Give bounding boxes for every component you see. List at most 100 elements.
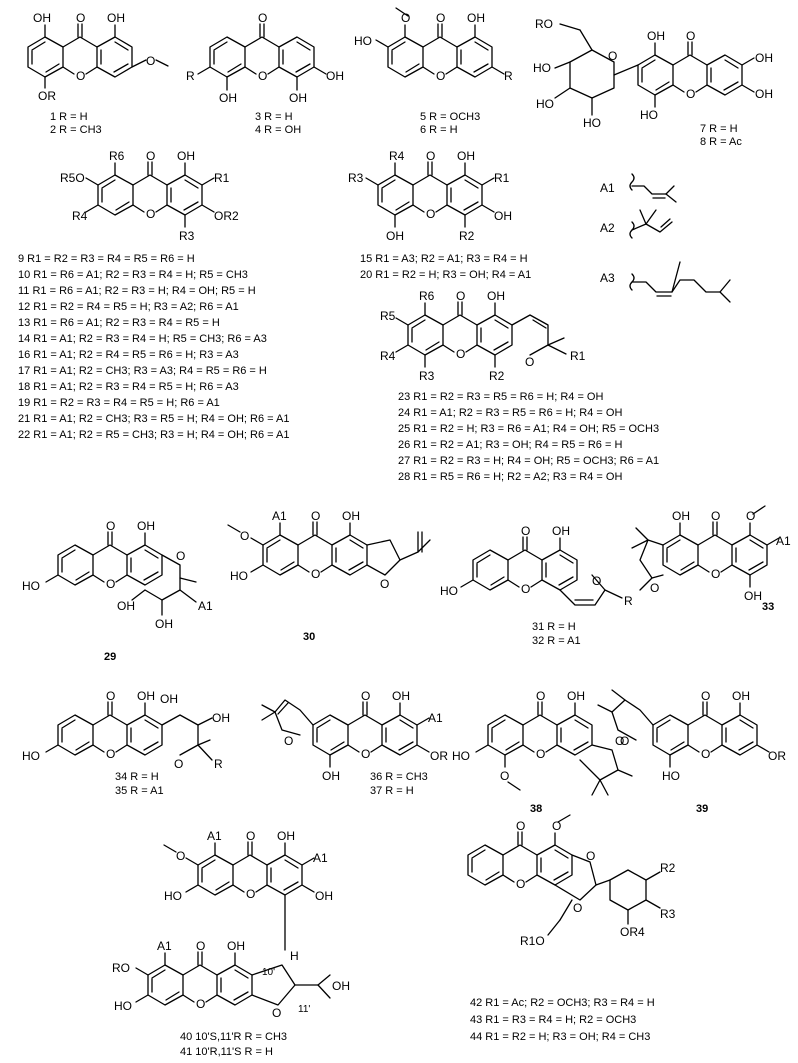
svg-text:OH: OH bbox=[332, 979, 350, 993]
svg-text:OH: OH bbox=[672, 509, 690, 523]
svg-text:A1: A1 bbox=[428, 711, 443, 725]
svg-text:HO: HO bbox=[164, 889, 182, 903]
label-1: 1 R = H bbox=[50, 111, 88, 123]
svg-text:O: O bbox=[272, 1006, 281, 1020]
svg-text:OH: OH bbox=[155, 617, 173, 631]
svg-text:R4: R4 bbox=[389, 149, 405, 163]
svg-text:OH: OH bbox=[392, 689, 410, 703]
label-39: 39 bbox=[696, 803, 708, 815]
svg-text:11': 11' bbox=[298, 1004, 310, 1015]
svg-text:O: O bbox=[240, 529, 249, 543]
label-29: 29 bbox=[104, 651, 116, 663]
svg-text:HO: HO bbox=[640, 108, 658, 122]
svg-text:A1: A1 bbox=[207, 829, 222, 843]
svg-text:O: O bbox=[746, 509, 755, 523]
series-9-22-list: 9 R1 = R2 = R3 = R4 = R5 = R6 = H 10 R1 … bbox=[18, 253, 289, 441]
entry-14: 14 R1 = A1; R2 = R3 = R4 = H; R5 = CH3; … bbox=[18, 333, 267, 345]
entry-27: 27 R1 = R2 = R3 = H; R4 = OH; R5 = OCH3;… bbox=[398, 455, 659, 467]
label-31: 31 R = H bbox=[532, 621, 576, 633]
entry-16: 16 R1 = A1; R2 = R4 = R5 = R6 = H; R3 = … bbox=[18, 349, 239, 361]
svg-text:OH: OH bbox=[177, 149, 195, 163]
entry-13: 13 R1 = R6 = A1; R2 = R3 = R4 = R5 = H bbox=[18, 317, 220, 329]
svg-text:OH: OH bbox=[160, 692, 178, 706]
svg-text:OH: OH bbox=[467, 11, 485, 25]
svg-text:R: R bbox=[624, 594, 633, 608]
label-38: 38 bbox=[530, 803, 542, 815]
svg-text:R1: R1 bbox=[570, 349, 586, 363]
svg-text:R3: R3 bbox=[179, 229, 195, 243]
svg-text:OR: OR bbox=[768, 749, 786, 763]
svg-text:R5: R5 bbox=[380, 309, 396, 323]
svg-text:OH: OH bbox=[494, 209, 512, 223]
entry-28: 28 R1 = R5 = R6 = H; R2 = A2; R3 = R4 = … bbox=[398, 471, 622, 483]
svg-text:R6: R6 bbox=[109, 149, 125, 163]
svg-text:HO: HO bbox=[114, 999, 132, 1013]
entry-44: 44 R1 = R2 = H; R3 = OH; R4 = CH3 bbox=[470, 1031, 650, 1043]
svg-text:HO: HO bbox=[230, 569, 248, 583]
svg-text:O: O bbox=[146, 54, 155, 68]
label-37: 37 R = H bbox=[370, 785, 414, 797]
entry-23: 23 R1 = R2 = R3 = R5 = R6 = H; R4 = OH bbox=[398, 391, 603, 403]
svg-text:R6: R6 bbox=[419, 289, 435, 303]
svg-text:OR: OR bbox=[38, 89, 56, 103]
svg-text:OH: OH bbox=[326, 69, 344, 83]
svg-text:R1O: R1O bbox=[520, 934, 545, 948]
substituent-a1: A1 bbox=[600, 173, 677, 203]
entry-17: 17 R1 = A1; R2 = CH3; R3 = A3; R4 = R5 =… bbox=[18, 365, 267, 377]
svg-text:R: R bbox=[504, 69, 513, 83]
svg-text:OH: OH bbox=[755, 51, 773, 65]
label-35: 35 R = A1 bbox=[115, 785, 164, 797]
label-3: 3 R = H bbox=[255, 111, 293, 123]
label-8: 8 R = Ac bbox=[700, 136, 742, 148]
svg-text:HO: HO bbox=[536, 97, 554, 111]
svg-text:OH: OH bbox=[289, 91, 307, 105]
entry-10: 10 R1 = R6 = A1; R2 = R3 = R4 = H; R5 = … bbox=[18, 269, 248, 281]
svg-text:O: O bbox=[615, 734, 624, 748]
substituent-a3: A3 bbox=[600, 261, 731, 303]
entry-20: 20 R1 = R2 = H; R3 = OH; R4 = A1 bbox=[360, 269, 531, 281]
svg-text:OH: OH bbox=[219, 91, 237, 105]
svg-text:10': 10' bbox=[262, 967, 275, 978]
svg-text:O: O bbox=[380, 577, 389, 591]
svg-text:A1: A1 bbox=[776, 534, 791, 548]
label-32: 32 R = A1 bbox=[532, 635, 581, 647]
svg-text:A1: A1 bbox=[600, 181, 615, 195]
svg-text:OH: OH bbox=[457, 149, 475, 163]
svg-text:O: O bbox=[620, 734, 629, 748]
svg-text:OH: OH bbox=[732, 689, 750, 703]
svg-text:A1: A1 bbox=[272, 509, 287, 523]
svg-text:OH: OH bbox=[212, 711, 230, 725]
svg-text:OH: OH bbox=[117, 599, 135, 613]
svg-text:A2: A2 bbox=[600, 221, 615, 235]
svg-text:A1: A1 bbox=[198, 599, 213, 613]
svg-text:A1: A1 bbox=[157, 939, 172, 953]
svg-text:HO: HO bbox=[583, 116, 601, 130]
svg-text:HO: HO bbox=[662, 769, 680, 783]
svg-text:A1: A1 bbox=[313, 851, 328, 865]
label-34: 34 R = H bbox=[115, 771, 159, 783]
svg-text:O: O bbox=[174, 757, 183, 771]
svg-text:O: O bbox=[573, 901, 582, 915]
svg-text:HO: HO bbox=[354, 34, 372, 48]
entry-12: 12 R1 = R2 = R4 = R5 = H; R3 = A2; R6 = … bbox=[18, 301, 239, 313]
svg-text:R1: R1 bbox=[494, 171, 510, 185]
svg-text:R2: R2 bbox=[660, 861, 676, 875]
svg-text:OH: OH bbox=[33, 11, 51, 25]
svg-text:OH: OH bbox=[137, 519, 155, 533]
svg-text:R4: R4 bbox=[72, 209, 88, 223]
svg-text:O: O bbox=[525, 355, 534, 369]
svg-text:OH: OH bbox=[107, 11, 125, 25]
label-40: 40 10'S,11'R R = CH3 bbox=[180, 1031, 287, 1043]
svg-text:OR2: OR2 bbox=[214, 209, 239, 223]
svg-text:O: O bbox=[608, 49, 617, 63]
label-41: 41 10'R,11'S R = H bbox=[180, 1046, 273, 1058]
entry-9: 9 R1 = R2 = R3 = R4 = R5 = R6 = H bbox=[18, 253, 195, 265]
svg-text:OH: OH bbox=[137, 689, 155, 703]
series-23-28-list: 23 R1 = R2 = R3 = R5 = R6 = H; R4 = OH 2… bbox=[398, 391, 659, 483]
svg-text:O: O bbox=[552, 819, 561, 833]
svg-text:R3: R3 bbox=[419, 369, 435, 383]
svg-text:OH: OH bbox=[552, 524, 570, 538]
entry-19: 19 R1 = R2 = R3 = R4 = R5 = H; R6 = A1 bbox=[18, 397, 220, 409]
svg-text:R2: R2 bbox=[489, 369, 505, 383]
